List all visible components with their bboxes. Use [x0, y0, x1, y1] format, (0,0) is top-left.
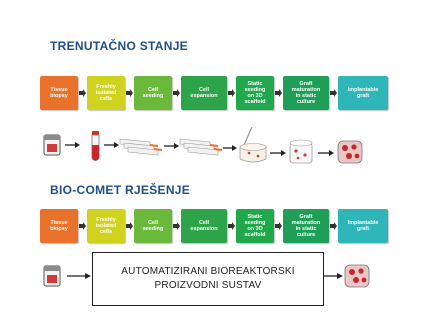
arrow-icon — [330, 222, 337, 230]
petri-dish-icon — [289, 139, 313, 164]
step-freshly-isolated-cells: Freshly isolated cells — [87, 209, 125, 243]
step-graft-maturation: Graft maturation in static culture — [283, 76, 329, 110]
arrow-icon — [228, 222, 235, 230]
culture-flasks-icon — [119, 138, 162, 156]
graft-row-end — [324, 264, 370, 288]
arrow-icon — [275, 89, 282, 97]
illustration-row — [40, 126, 370, 167]
arrow-icon — [330, 89, 337, 97]
bioreactor-system-box: AUTOMATIZIRANI BIOREAKTORSKI PROIZVODNI … — [92, 252, 324, 306]
arrow-icon — [173, 89, 180, 97]
step-implantable-graft: Implantable graft — [338, 76, 388, 110]
culture-flasks-icon — [179, 138, 222, 156]
graft-icon — [344, 264, 370, 288]
arrow-icon — [173, 222, 180, 230]
tissue-row-start — [43, 265, 91, 287]
arrow-icon — [79, 89, 86, 97]
scaffold-icon — [239, 126, 267, 163]
step-cell-seeding: Cell seeding — [134, 209, 172, 243]
step-static-seeding: Static seeding on 3D scaffold — [236, 76, 274, 110]
blood-tube-icon — [91, 131, 100, 161]
arrow-icon — [275, 222, 282, 230]
step-cell-expansion: Cell expansion — [181, 76, 227, 110]
section-title-current: TRENUTAČNO STANJE — [50, 39, 188, 53]
tissue-container-icon — [43, 265, 61, 287]
step-graft-maturation: Graft maturation in static culture — [283, 209, 329, 243]
step-tissue-biopsy: Tissue biopsy — [40, 76, 78, 110]
bioreactor-line-1: AUTOMATIZIRANI BIOREAKTORSKI — [121, 266, 295, 277]
arrow-icon — [228, 89, 235, 97]
section-title-bio-comet: BIO-COMET RJEŠENJE — [50, 183, 191, 197]
step-implantable-graft: Implantable graft — [338, 209, 388, 243]
step-static-seeding: Static seeding on 3D scaffold — [236, 209, 274, 243]
step-cell-expansion: Cell expansion — [181, 209, 227, 243]
tissue-container-icon — [43, 134, 61, 156]
arrow-icon — [126, 222, 133, 230]
step-freshly-isolated-cells: Freshly isolated cells — [87, 76, 125, 110]
arrow-icon — [126, 89, 133, 97]
arrow-icon — [79, 222, 86, 230]
step-tissue-biopsy: Tissue biopsy — [40, 209, 78, 243]
bioreactor-line-2: PROIZVODNI SUSTAV — [154, 280, 262, 291]
graft-icon — [337, 140, 363, 164]
step-cell-seeding: Cell seeding — [134, 76, 172, 110]
